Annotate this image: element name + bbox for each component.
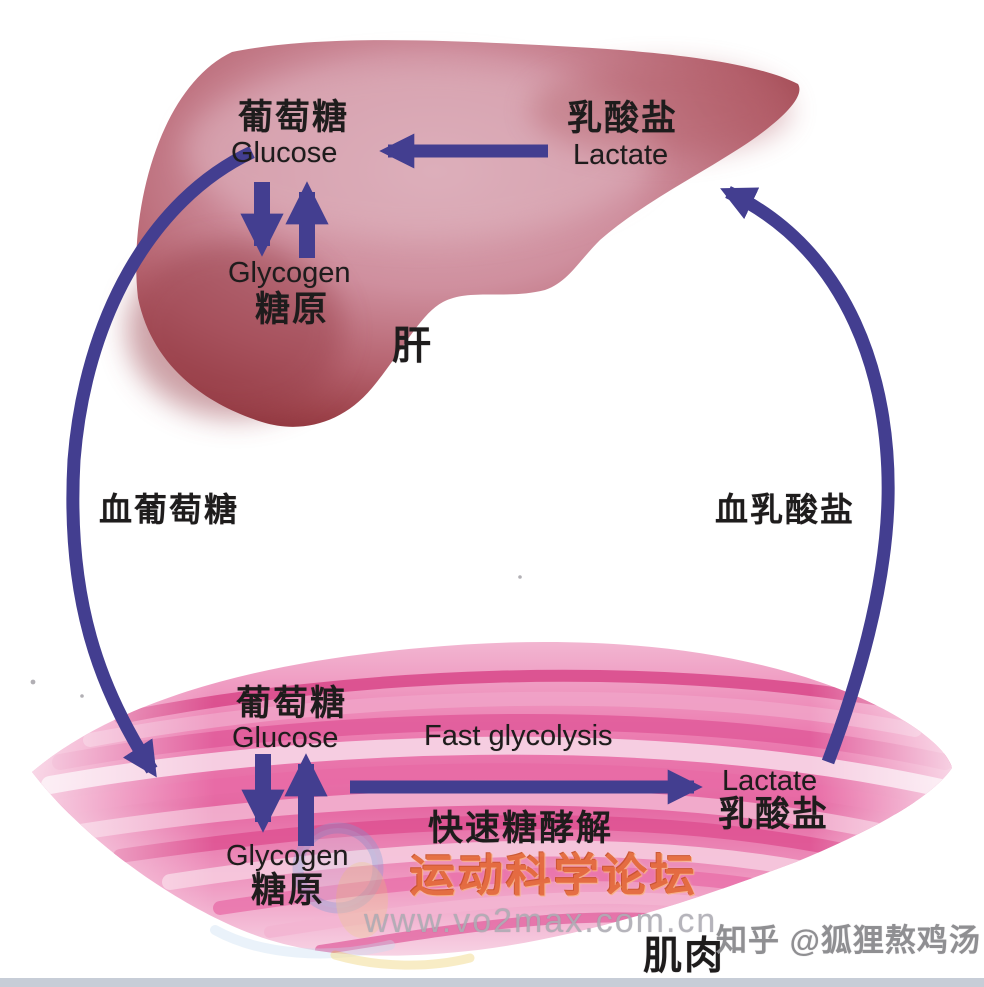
liver-glycogen-label-cn: 糖原 xyxy=(255,290,330,329)
muscle-lactate-label-en: Lactate xyxy=(722,765,818,797)
blood-glucose-label: 血葡萄糖 xyxy=(99,491,239,528)
liver-organ-label: 肝 xyxy=(392,325,434,368)
liver-glycogen-label-en: Glycogen xyxy=(228,257,351,289)
watermark-credit: 知乎 @狐狸熬鸡汤 xyxy=(716,923,981,958)
liver-lower-lobe-shade xyxy=(127,242,343,418)
arrow-blood-lactate-muscle-to-liver xyxy=(720,186,895,765)
liver-right-lobe-shade xyxy=(530,65,790,155)
muscle-organ-label: 肌肉 xyxy=(643,935,726,978)
arrow-blood-glucose-liver-to-muscle xyxy=(66,146,255,778)
blood-lactate-label: 血乳酸盐 xyxy=(715,491,855,528)
muscle-glucose-label-en: Glucose xyxy=(232,722,339,754)
muscle-glucose-label-cn: 葡萄糖 xyxy=(236,684,348,723)
arrows xyxy=(66,133,895,846)
muscle-glycogen-label-en: Glycogen xyxy=(226,840,349,872)
fast-glycolysis-label-en: Fast glycolysis xyxy=(424,720,613,752)
muscle-glycogen-label-cn: 糖原 xyxy=(251,871,326,910)
watermark-website: www.vo2max.com.cn xyxy=(364,902,718,940)
muscle-lactate-label-cn: 乳酸盐 xyxy=(718,795,830,834)
liver-lactate-label-cn: 乳酸盐 xyxy=(567,99,679,138)
fast-glycolysis-label-cn: 快速糖酵解 xyxy=(428,809,614,848)
bottom-edge-bar xyxy=(0,978,984,987)
watermark-forum-name: 运动科学论坛 xyxy=(410,850,699,901)
liver-glucose-label-en: Glucose xyxy=(231,137,338,169)
vo2max-logo-watermark xyxy=(210,822,475,970)
liver-organ-shape xyxy=(127,40,800,427)
liver-glucose-label-cn: 葡萄糖 xyxy=(238,98,350,137)
liver-lactate-label-en: Lactate xyxy=(573,139,669,171)
